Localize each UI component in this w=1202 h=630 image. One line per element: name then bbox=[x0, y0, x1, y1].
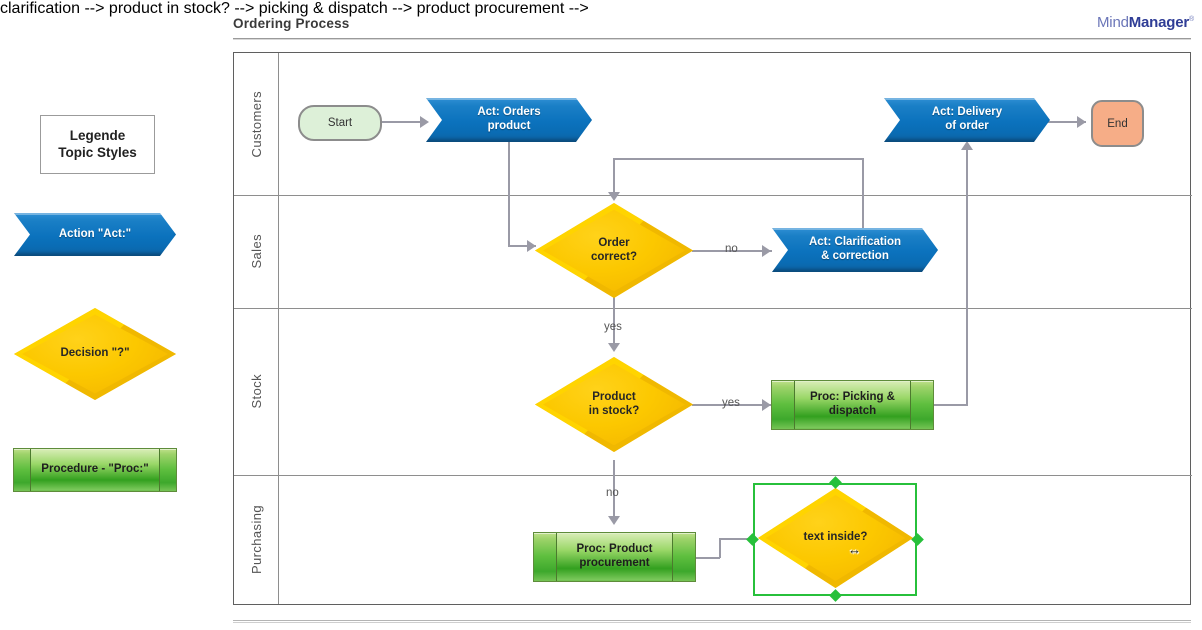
selection-rectangle[interactable] bbox=[753, 483, 917, 596]
swimlane-label-sales-text: Sales bbox=[248, 234, 264, 269]
node-picking-bar-left bbox=[794, 381, 795, 429]
node-orders-product-line2: product bbox=[487, 120, 531, 132]
connector-procurement-jog bbox=[719, 538, 721, 558]
connector-procurement-right-b bbox=[719, 538, 757, 540]
legend-shape-decision-inner bbox=[22, 314, 168, 394]
node-text-inside[interactable]: text inside? bbox=[758, 488, 913, 588]
node-start[interactable]: Start bbox=[298, 105, 382, 141]
swimlane-label-purchasing-text: Purchasing bbox=[248, 504, 264, 575]
swimlane-divider-1 bbox=[234, 195, 1192, 196]
swimlane-label-sales: Sales bbox=[234, 195, 278, 308]
node-product-in-stock-inner bbox=[542, 363, 686, 446]
node-procurement-bar-left bbox=[556, 533, 557, 581]
swimlane-grid: Customers Sales Stock Purchasing bbox=[233, 52, 1192, 605]
connector-decision-no bbox=[692, 250, 772, 252]
connector-stock-yes bbox=[692, 404, 772, 406]
node-picking-body bbox=[795, 382, 910, 428]
connector-label-stock-no: no bbox=[606, 487, 619, 499]
swimlane-label-customers: Customers bbox=[234, 53, 278, 195]
node-orders-product[interactable]: Act: Orders product bbox=[426, 98, 592, 142]
arrowhead-start-to-orders bbox=[420, 116, 429, 128]
swimlane-label-stock-text: Stock bbox=[248, 374, 264, 409]
mindmanager-logo: MindManager® bbox=[1097, 14, 1194, 31]
node-clarification-line2: & correction bbox=[821, 250, 889, 262]
node-end-label: End bbox=[1107, 117, 1128, 130]
legend-title-box: Legende Topic Styles bbox=[40, 115, 155, 174]
arrowhead-stock-yes bbox=[762, 399, 771, 411]
node-delivery-of-order-label: Act: Delivery of order bbox=[884, 98, 1050, 142]
connector-orders-right bbox=[508, 245, 536, 247]
arrowhead-clarification-to-decision bbox=[608, 192, 620, 201]
legend-title-line2: Topic Styles bbox=[58, 144, 137, 160]
swimlane-divider-3 bbox=[234, 475, 1192, 476]
legend-shape-action[interactable]: Action "Act:" bbox=[14, 213, 176, 256]
swimlane-label-stock: Stock bbox=[234, 308, 278, 475]
legend-procedure-body bbox=[31, 450, 159, 490]
connector-picking-right bbox=[932, 404, 968, 406]
connector-label-order-no: no bbox=[725, 243, 738, 255]
node-orders-product-line1: Act: Orders bbox=[477, 106, 541, 119]
node-end[interactable]: End bbox=[1091, 100, 1144, 147]
legend-shape-decision[interactable]: Decision "?" bbox=[14, 308, 176, 400]
brand-registered-mark: ® bbox=[1189, 16, 1194, 23]
legend-title-line1: Legende bbox=[69, 127, 126, 143]
node-delivery-of-order[interactable]: Act: Delivery of order bbox=[884, 98, 1050, 142]
arrowhead-delivery-to-end bbox=[1077, 116, 1086, 128]
legend-procedure-bar-left bbox=[30, 449, 31, 491]
connector-orders-down bbox=[508, 142, 510, 246]
brand-text-light: Mind bbox=[1097, 14, 1129, 31]
node-product-procurement[interactable]: Proc: Product procurement bbox=[533, 532, 696, 582]
arrowhead-decision-no bbox=[762, 245, 771, 257]
swimlane-label-column-divider bbox=[278, 53, 279, 604]
connector-procurement-right-a bbox=[694, 557, 720, 559]
swimlane-divider-2 bbox=[234, 308, 1192, 309]
connector-clarification-left bbox=[613, 158, 864, 160]
node-order-correct[interactable]: Order correct? bbox=[535, 203, 693, 298]
connector-decision-yes bbox=[613, 296, 615, 348]
page-title: Ordering Process bbox=[233, 16, 350, 31]
node-clarification-label: Act: Clarification & correction bbox=[772, 228, 938, 272]
node-delivery-line2: of order bbox=[945, 120, 989, 132]
node-clarification[interactable]: Act: Clarification & correction bbox=[772, 228, 938, 272]
connector-clarification-down bbox=[613, 158, 615, 198]
brand-text-bold: Manager bbox=[1128, 14, 1190, 31]
legend-shape-action-label: Action "Act:" bbox=[58, 227, 132, 240]
node-clarification-line1: Act: Clarification bbox=[808, 236, 901, 249]
node-order-correct-inner bbox=[542, 209, 686, 292]
arrowhead-picking-to-delivery bbox=[961, 141, 973, 150]
node-procurement-body bbox=[557, 534, 672, 580]
node-procurement-bar-right bbox=[672, 533, 673, 581]
node-picking-dispatch[interactable]: Proc: Picking & dispatch bbox=[771, 380, 934, 430]
swimlane-label-purchasing: Purchasing bbox=[234, 475, 278, 604]
node-start-label: Start bbox=[327, 117, 353, 129]
legend-shape-procedure[interactable]: Procedure - "Proc:" bbox=[13, 448, 177, 492]
arrowhead-orders-to-decision bbox=[527, 240, 536, 252]
header-divider bbox=[233, 38, 1191, 40]
connector-start-to-orders bbox=[377, 121, 422, 123]
arrowhead-decision-yes bbox=[608, 343, 620, 352]
swimlane-label-customers-text: Customers bbox=[248, 90, 264, 158]
connector-stock-no bbox=[613, 460, 615, 520]
node-product-in-stock[interactable]: Product in stock? bbox=[535, 357, 693, 452]
node-delivery-line1: Act: Delivery bbox=[931, 106, 1003, 119]
node-orders-product-label: Act: Orders product bbox=[426, 98, 592, 142]
connector-label-order-yes: yes bbox=[604, 321, 622, 333]
connector-delivery-to-end bbox=[1046, 121, 1086, 123]
legend-procedure-bar-right bbox=[159, 449, 160, 491]
arrowhead-stock-no bbox=[608, 516, 620, 525]
connector-label-stock-yes: yes bbox=[722, 397, 740, 409]
connector-picking-up bbox=[966, 148, 968, 405]
footer-divider bbox=[233, 620, 1191, 623]
connector-clarification-up bbox=[862, 158, 864, 230]
node-picking-bar-right bbox=[910, 381, 911, 429]
